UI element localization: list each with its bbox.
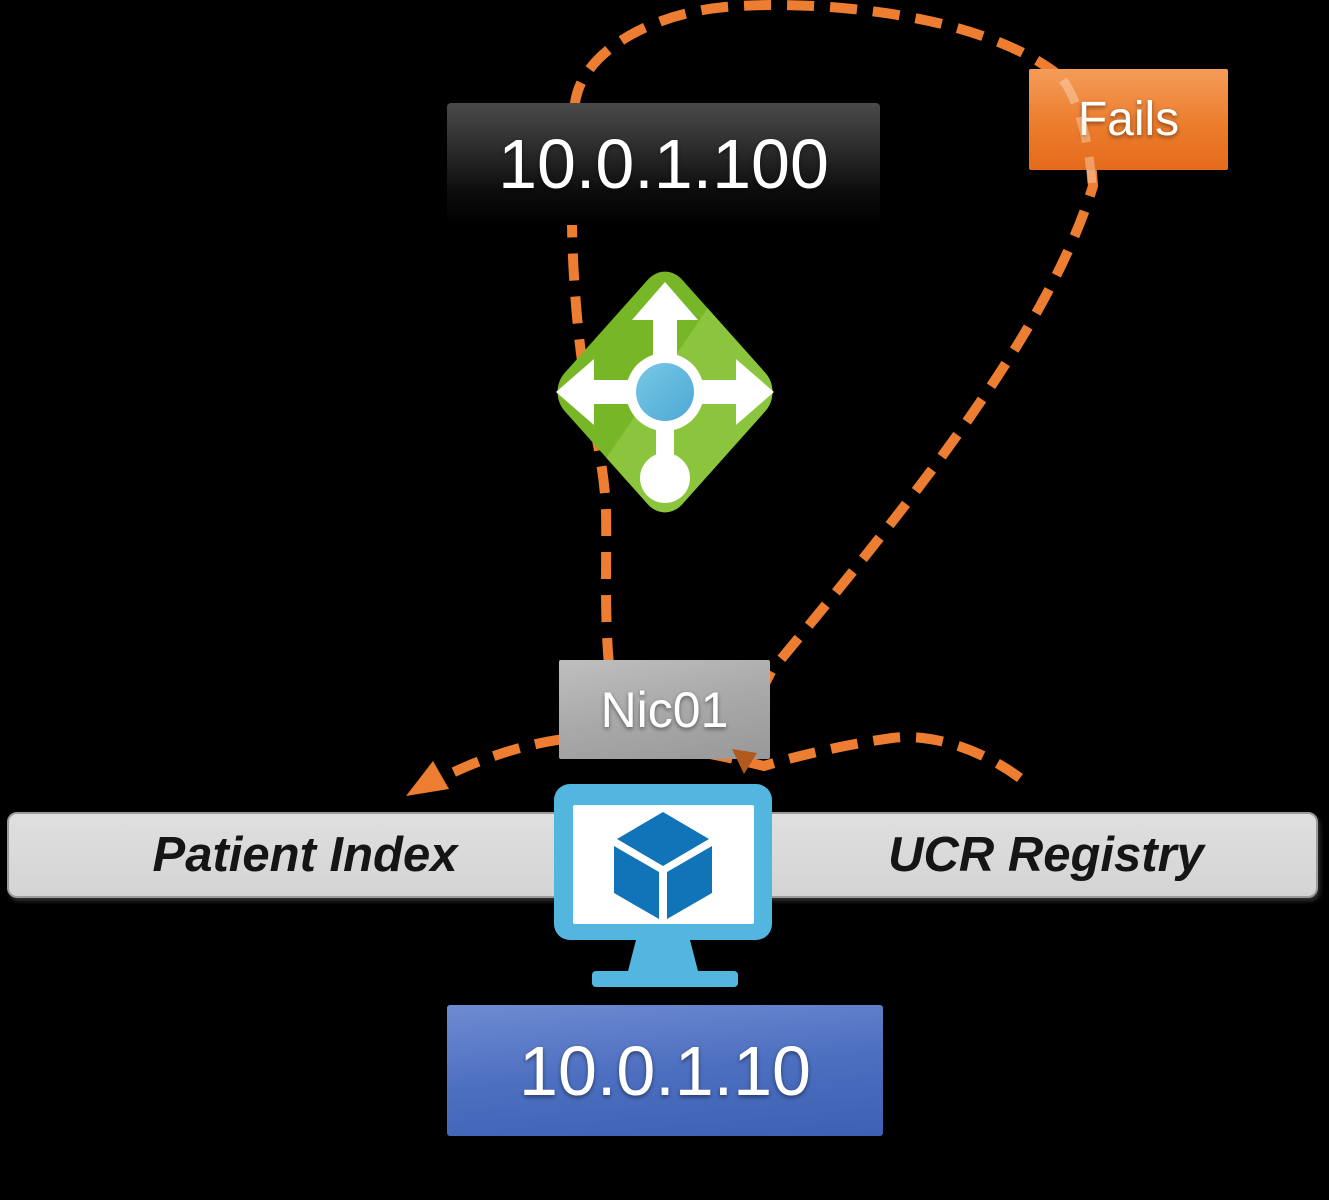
vm-stand-base [592,971,738,987]
frontend-ip-box: 10.0.1.100 [447,103,880,225]
nic-label: Nic01 [600,681,729,738]
load-balancer-icon [547,260,783,524]
vm-stand-neck [628,940,698,971]
fails-badge: Fails [1029,69,1228,170]
frontend-ip-label: 10.0.1.100 [498,125,829,203]
vm-ip-box: 10.0.1.10 [447,1005,883,1136]
lb-center-node [636,363,694,421]
ucr-registry-label: UCR Registry [888,828,1204,882]
vm-ip-label: 10.0.1.10 [519,1031,811,1110]
vm-cube-icon [614,812,712,919]
lb-bottom-node [640,453,690,503]
nic-box: Nic01 [559,660,770,759]
arrowhead-to-patient-index [406,761,449,796]
virtual-machine-icon [554,784,772,987]
patient-index-label: Patient Index [152,828,458,882]
fails-label: Fails [1077,93,1180,146]
